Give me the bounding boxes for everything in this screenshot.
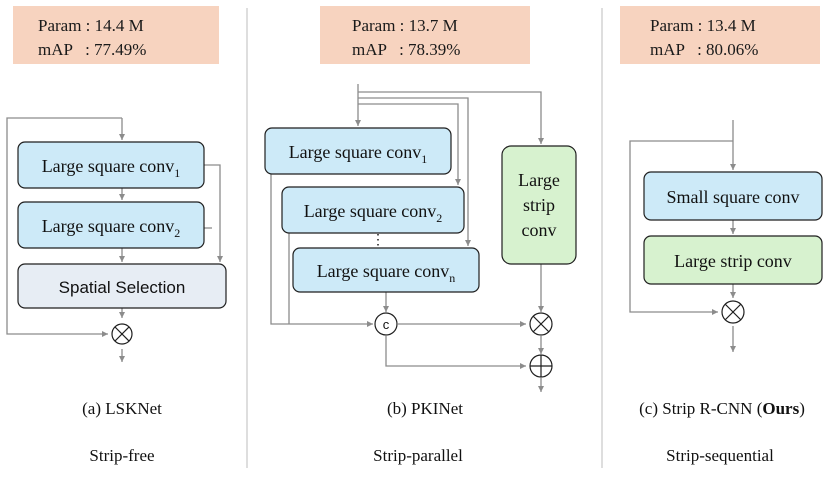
param-text: Param : 13.4 M xyxy=(650,16,756,35)
spatial-selection-block xyxy=(17,263,227,309)
spatial-selection-label: Spatial Selection xyxy=(59,278,186,297)
large-square-conv-n-block xyxy=(292,247,480,293)
large-strip-conv-block xyxy=(501,145,577,265)
strip-label-line-1: Large xyxy=(518,170,560,190)
category-label: Strip-parallel xyxy=(373,446,463,465)
panel-lsknet: Param : 14.4 M mAP : 77.49% Large square… xyxy=(6,6,227,465)
multiply-operator-icon xyxy=(529,312,553,336)
large-square-conv-n-label: Large square convn xyxy=(317,261,456,285)
large-square-conv-2-block xyxy=(281,186,465,234)
map-text: mAP : 78.39% xyxy=(352,40,460,59)
add-operator-icon xyxy=(529,354,553,378)
strip-label-line-2: strip xyxy=(523,195,555,215)
large-strip-conv-block xyxy=(643,235,823,285)
multiply-operator-icon xyxy=(721,300,745,324)
large-strip-conv-label: Large strip conv xyxy=(674,251,792,271)
large-square-conv-2-label: Large square conv2 xyxy=(42,216,181,240)
small-square-conv-block xyxy=(643,171,823,221)
caption: (a) LSKNet xyxy=(82,399,162,418)
large-square-conv-1-label: Large square conv1 xyxy=(42,156,181,180)
panel-pkinet: Param : 13.7 M mAP : 78.39% Large square… xyxy=(264,6,577,465)
concat-operator-icon: c xyxy=(374,312,398,336)
category-label: Strip-free xyxy=(89,446,154,465)
ellipsis-dots: ⋮ xyxy=(371,233,385,248)
caption: (c) Strip R-CNN (Ours) xyxy=(639,399,805,418)
map-text: mAP : 77.49% xyxy=(38,40,146,59)
stats-box xyxy=(320,6,530,64)
stats-box xyxy=(620,6,820,64)
param-text: Param : 14.4 M xyxy=(38,16,144,35)
caption: (b) PKINet xyxy=(387,399,463,418)
category-label: Strip-sequential xyxy=(666,446,774,465)
large-square-conv-2-block xyxy=(17,201,205,249)
param-text: Param : 13.7 M xyxy=(352,16,458,35)
large-square-conv-1-block xyxy=(264,127,452,175)
strip-label-line-3: conv xyxy=(522,220,557,240)
large-square-conv-2-label: Large square conv2 xyxy=(304,201,443,225)
large-square-conv-1-label: Large square conv1 xyxy=(289,142,428,166)
map-text: mAP : 80.06% xyxy=(650,40,758,59)
concat-symbol: c xyxy=(383,317,390,332)
multiply-operator-icon xyxy=(111,323,133,345)
large-square-conv-1-block xyxy=(17,141,205,189)
small-square-conv-label: Small square conv xyxy=(667,187,800,207)
stats-box xyxy=(13,6,219,64)
panel-strip-rcnn: Param : 13.4 M mAP : 80.06% Small square… xyxy=(620,6,823,465)
